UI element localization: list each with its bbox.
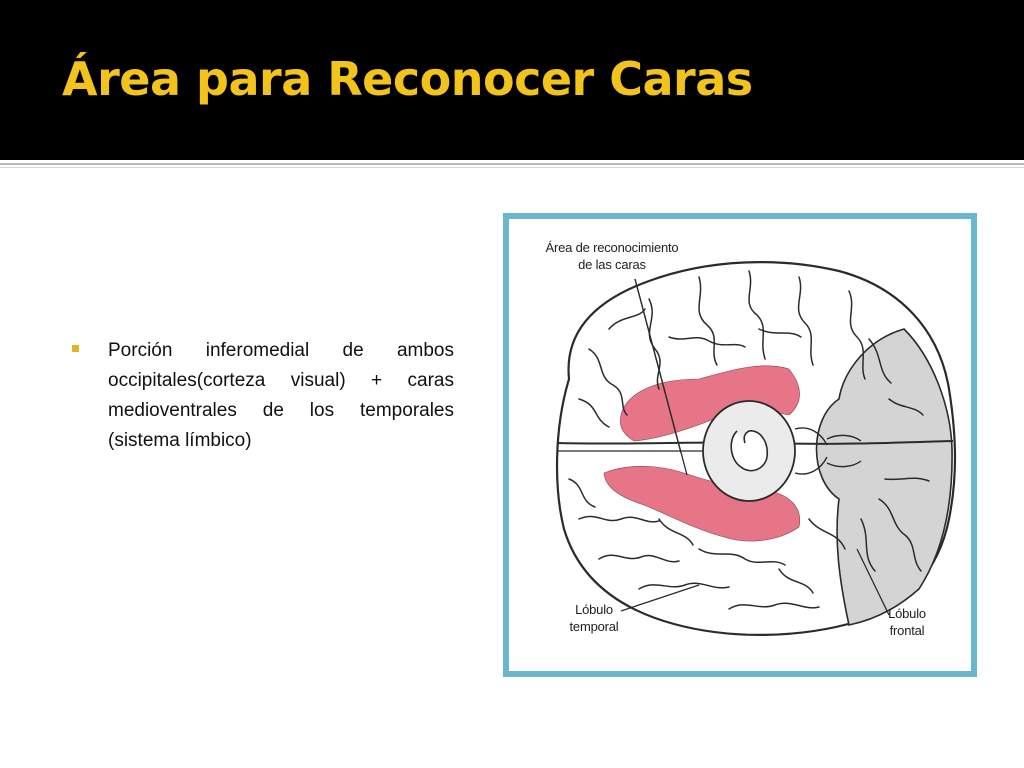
- label-temporal-lobe: Lóbulo temporal: [569, 602, 619, 634]
- face-area-lower: [603, 465, 801, 542]
- brain-figure: Área de reconocimiento de las caras Lóbu…: [503, 213, 977, 677]
- slide-title: Área para Reconocer Caras: [62, 52, 753, 106]
- leader-lines: [620, 278, 890, 616]
- title-divider-thin: [0, 167, 1024, 168]
- title-bar: Área para Reconocer Caras: [0, 0, 1024, 160]
- title-divider: [0, 163, 1024, 165]
- bullet-item: Porción inferomedial de ambos occipitale…: [108, 340, 454, 451]
- face-area-upper: [620, 365, 800, 442]
- gyri-lines: [568, 270, 930, 610]
- label-frontal-lobe: Lóbulo frontal: [888, 606, 926, 638]
- bullet-list: Porción inferomedial de ambos occipitale…: [72, 336, 454, 456]
- label-face-area: Área de reconocimiento de las caras: [545, 240, 679, 272]
- bullet-square-icon: [72, 345, 79, 352]
- frontal-lobe-region: [815, 328, 953, 626]
- brain-illustration: [555, 261, 957, 636]
